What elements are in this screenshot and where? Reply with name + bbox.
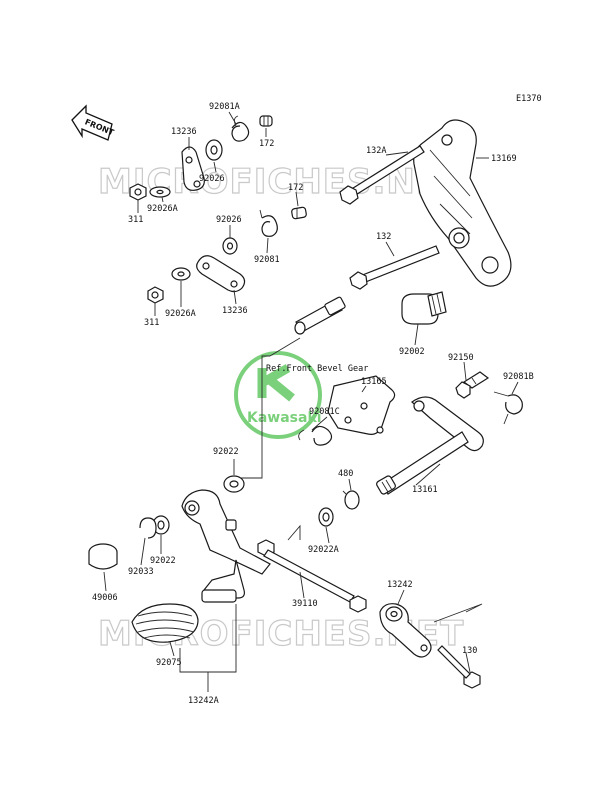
label-49006: 49006 [92, 593, 118, 603]
label-92075: 92075 [156, 658, 182, 668]
label-92081: 92081 [254, 255, 280, 265]
spring-92081B-icon [493, 391, 523, 425]
label-13242: 13242 [387, 580, 413, 590]
label-13165: 13165 [361, 377, 387, 387]
reference-bracket [236, 337, 301, 479]
bolt-132-icon [349, 245, 440, 290]
label-132A: 132A [366, 146, 386, 156]
cap-49006-icon [88, 543, 118, 570]
bolt-132A-icon [339, 145, 425, 205]
washer-92026b-icon [222, 237, 238, 255]
label-13161: 13161 [412, 485, 438, 495]
spring-92081A-icon [231, 115, 250, 142]
label-480: 480 [338, 469, 353, 479]
spring-92081-icon [259, 209, 278, 237]
label-311b: 311 [144, 318, 159, 328]
label-92026b: 92026 [216, 215, 242, 225]
washer-92026Aa-icon [149, 186, 171, 198]
pin-172a-icon [259, 115, 273, 127]
washer-92022A-icon [318, 507, 334, 527]
lever-13236b-icon [196, 255, 246, 293]
washer-92022a-icon [223, 475, 245, 493]
washer-92026a-icon [205, 139, 223, 161]
pedal-arm-icon [181, 489, 271, 603]
shaft-13161-icon [376, 396, 484, 495]
label-39110: 39110 [292, 599, 318, 609]
pin-92150-icon [455, 371, 490, 399]
bracket-13242 [433, 603, 483, 623]
spring-92081C-icon [298, 425, 333, 446]
label-132: 132 [376, 232, 391, 242]
logo-text: Kawasaki [247, 410, 322, 426]
label-13169: 13169 [491, 154, 517, 164]
lever-13236a-icon [181, 146, 205, 191]
kawasaki-logo: Kawasaki [234, 351, 322, 439]
shaft-bevel-icon [294, 296, 346, 335]
label-172a: 172 [259, 139, 274, 149]
clip-480-icon [342, 490, 360, 510]
pin-172b-icon [291, 206, 307, 220]
figure-code: E1370 [516, 94, 542, 104]
bolt-92002-icon [401, 291, 447, 325]
label-92150: 92150 [448, 353, 474, 363]
label-92081C: 92081C [309, 407, 340, 417]
label-92022b: 92022 [150, 556, 176, 566]
nut-311a-icon [129, 183, 147, 201]
washer-92026Ab-icon [171, 267, 191, 281]
reference-note: Ref.Front Bevel Gear [266, 364, 368, 374]
bracket-13169-icon [413, 119, 512, 287]
rubber-92075-icon [131, 603, 199, 643]
label-92026a: 92026 [199, 174, 225, 184]
clip-92033-icon [139, 517, 157, 539]
label-92022A: 92022A [308, 545, 339, 555]
label-130: 130 [462, 646, 477, 656]
tie-rod-39110-icon [257, 539, 367, 613]
label-13236a: 13236 [171, 127, 197, 137]
label-13242A: 13242A [188, 696, 219, 706]
label-92081B: 92081B [503, 372, 534, 382]
label-311a: 311 [128, 215, 143, 225]
label-13236b: 13236 [222, 306, 248, 316]
bracket-92022A [287, 524, 301, 541]
lever-13242-icon [379, 603, 432, 658]
label-92033: 92033 [128, 567, 154, 577]
bolt-130-icon [437, 645, 481, 689]
label-172b: 172 [288, 183, 303, 193]
nut-311b-icon [147, 286, 164, 304]
label-92002: 92002 [399, 347, 425, 357]
label-92026Ab: 92026A [165, 309, 196, 319]
leader-lines [103, 111, 519, 673]
label-92022a: 92022 [213, 447, 239, 457]
front-arrow-icon: FRONT [71, 104, 116, 141]
label-92081A: 92081A [209, 102, 240, 112]
label-92026Aa: 92026A [147, 204, 178, 214]
plate-13165-icon [327, 375, 396, 435]
